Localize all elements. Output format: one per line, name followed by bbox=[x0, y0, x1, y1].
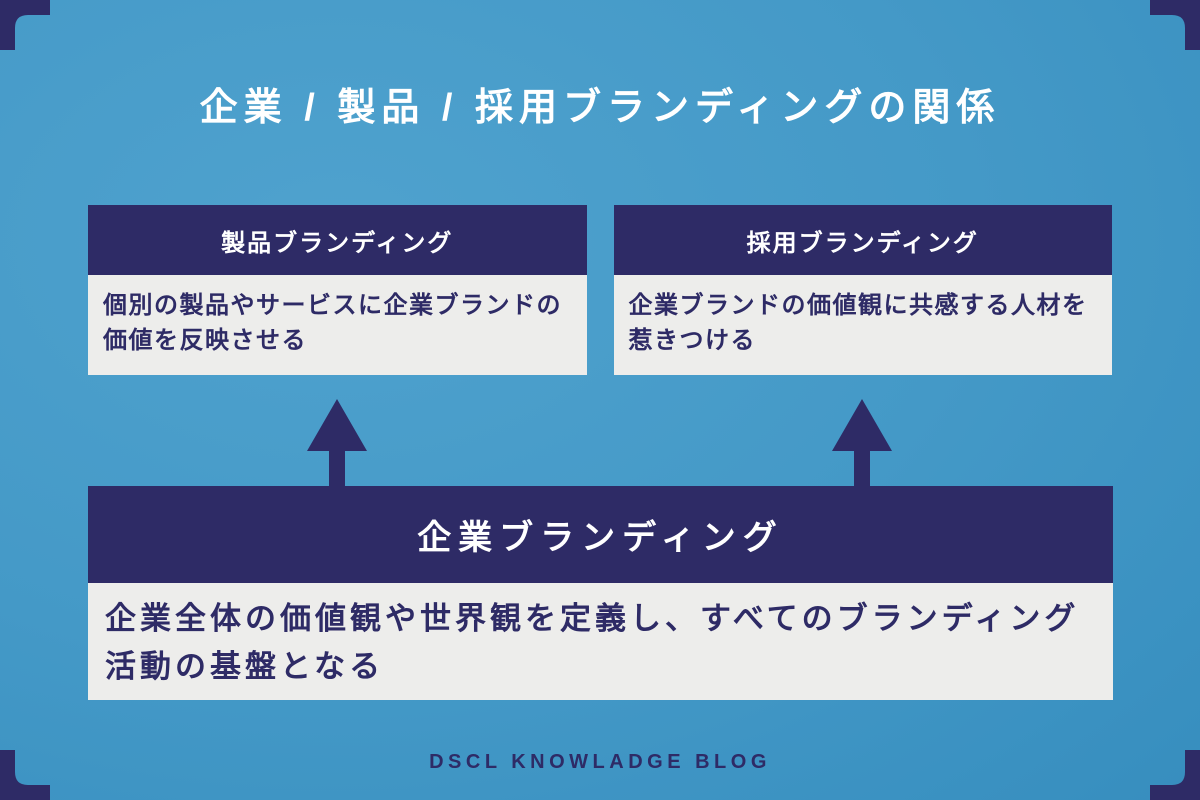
corner-bracket-top-right-icon bbox=[1150, 0, 1200, 50]
corporate-branding-card: 企業ブランディング 企業全体の価値観や世界観を定義し、すべてのブランディング活動… bbox=[88, 486, 1113, 700]
recruit-branding-card-title: 採用ブランディング bbox=[613, 205, 1112, 275]
branding-cards-row: 製品ブランディング 個別の製品やサービスに企業ブランドの価値を反映させる 採用ブ… bbox=[88, 205, 1112, 375]
product-branding-card-description: 個別の製品やサービスに企業ブランドの価値を反映させる bbox=[88, 275, 587, 375]
product-branding-card: 製品ブランディング 個別の製品やサービスに企業ブランドの価値を反映させる bbox=[88, 205, 587, 375]
corner-bracket-top-left-icon bbox=[0, 0, 50, 50]
corporate-branding-card-description: 企業全体の価値観や世界観を定義し、すべてのブランディング活動の基盤となる bbox=[88, 583, 1113, 700]
up-arrow-left-icon bbox=[307, 399, 367, 487]
corner-bracket-bottom-left-icon bbox=[0, 750, 50, 800]
footer-credit: DSCL KNOWLADGE BLOG bbox=[429, 751, 771, 773]
recruit-branding-card-description: 企業ブランドの価値観に共感する人材を惹きつける bbox=[613, 275, 1112, 375]
corporate-branding-card-title: 企業ブランディング bbox=[88, 486, 1113, 583]
corner-bracket-bottom-right-icon bbox=[1150, 750, 1200, 800]
up-arrow-right-icon bbox=[832, 399, 892, 487]
recruit-branding-card: 採用ブランディング 企業ブランドの価値観に共感する人材を惹きつける bbox=[613, 205, 1112, 375]
product-branding-card-title: 製品ブランディング bbox=[88, 205, 587, 275]
page-title: 企業 / 製品 / 採用ブランディングの関係 bbox=[199, 87, 1001, 129]
